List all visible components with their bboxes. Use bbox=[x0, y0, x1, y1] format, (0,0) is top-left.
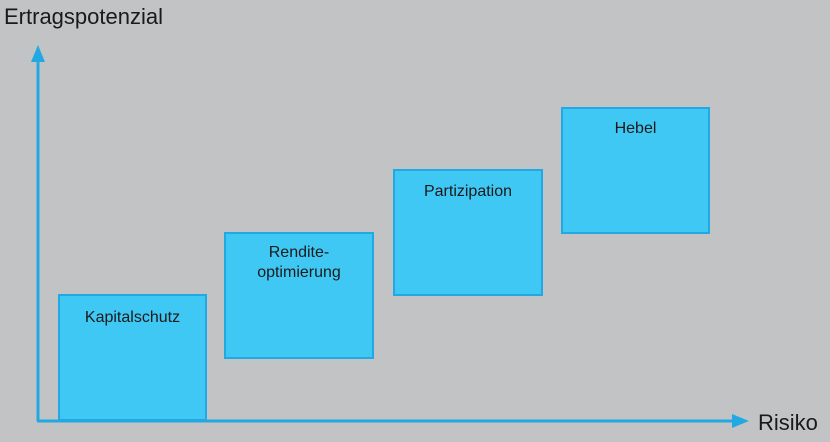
box-renditeoptimierung: Rendite- optimierung bbox=[224, 232, 374, 359]
box-label: Rendite- optimierung bbox=[257, 244, 341, 281]
x-axis-label: Risiko bbox=[758, 410, 818, 435]
box-hebel: Hebel bbox=[561, 107, 710, 234]
y-axis-arrowhead bbox=[31, 45, 45, 62]
x-axis-arrowhead bbox=[732, 414, 749, 428]
box-partizipation: Partizipation bbox=[393, 169, 543, 296]
box-label: Partizipation bbox=[423, 183, 513, 200]
box-kapitalschutz: Kapitalschutz bbox=[58, 294, 207, 421]
y-axis-label: Ertragspotenzial bbox=[4, 4, 163, 29]
box-label: Kapitalschutz bbox=[84, 309, 181, 326]
box-label: Hebel bbox=[614, 120, 657, 137]
